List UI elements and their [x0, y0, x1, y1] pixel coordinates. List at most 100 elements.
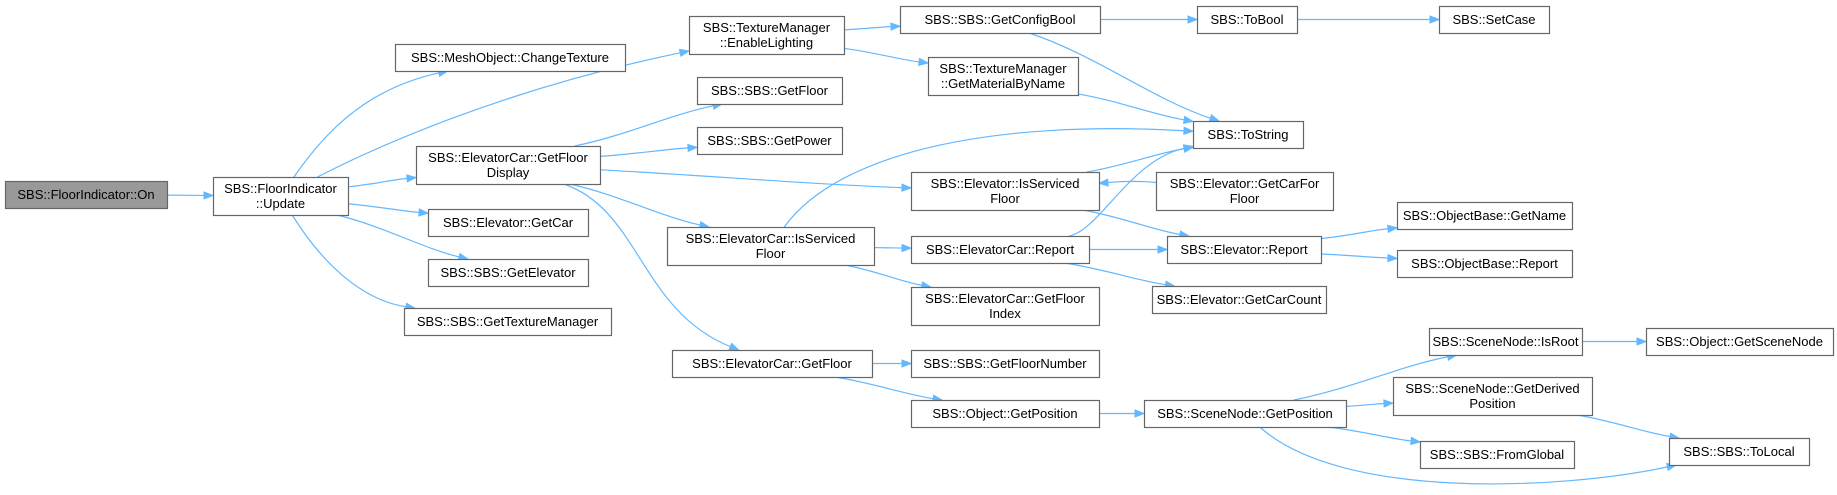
edge-tobool-to-setcase — [1297, 15, 1441, 24]
node-box — [1166, 235, 1323, 265]
node-update[interactable]: SBS::FloorIndicator::Update — [212, 176, 350, 217]
node-scenegetposition[interactable]: SBS::SceneNode::GetPosition — [1143, 399, 1348, 429]
node-box — [1396, 201, 1574, 231]
node-box — [1392, 376, 1594, 417]
edge-line — [844, 264, 922, 286]
node-tobool[interactable]: SBS::ToBool — [1196, 5, 1299, 35]
node-tostring[interactable]: SBS::ToString — [1192, 120, 1305, 150]
node-box — [927, 56, 1080, 97]
node-getpower[interactable]: SBS::SBS::GetPower — [696, 126, 844, 156]
node-fromglobal[interactable]: SBS::SBS::FromGlobal — [1419, 440, 1576, 470]
edge-line — [1069, 147, 1185, 237]
edge-getfloordisp-to-elevisserviced — [599, 169, 913, 192]
edge-line — [347, 177, 408, 188]
node-label: ::Update — [256, 196, 305, 211]
edge-line — [563, 183, 731, 348]
arrowhead-icon — [687, 143, 699, 153]
node-label: SBS::SBS::GetPower — [707, 133, 832, 148]
node-label: SBS::SBS::GetConfigBool — [924, 12, 1075, 27]
edge-on-to-update — [166, 191, 215, 200]
edge-line — [336, 214, 460, 258]
edge-update-to-elevgetcar — [347, 203, 430, 217]
edge-getmaterial-to-tostring — [1077, 93, 1195, 124]
edge-elevreport-to-objreport — [1320, 253, 1399, 263]
node-elevreport[interactable]: SBS::Elevator::Report — [1166, 235, 1323, 265]
edge-carisserviced-to-tostring — [783, 126, 1195, 228]
node-label: SBS::FloorIndicator::On — [17, 187, 154, 202]
edge-line — [843, 47, 920, 63]
edge-line — [599, 169, 903, 189]
node-on[interactable]: SBS::FloorIndicator::On — [4, 180, 169, 210]
edge-carisserviced-to-carreport — [873, 243, 913, 253]
node-label: ::GetMaterialByName — [941, 76, 1065, 91]
node-box — [1419, 440, 1576, 470]
edge-line — [1077, 93, 1185, 121]
node-carreport[interactable]: SBS::ElevatorCar::Report — [910, 235, 1091, 265]
node-cargetfloor[interactable]: SBS::ElevatorCar::GetFloor — [671, 349, 874, 379]
node-changetex[interactable]: SBS::MeshObject::ChangeTexture — [394, 43, 627, 73]
arrowhead-icon — [1429, 15, 1441, 24]
arrowhead-icon — [1387, 224, 1399, 234]
arrowhead-icon — [1636, 337, 1648, 346]
arrowhead-icon — [1383, 399, 1395, 408]
edge-carisserviced-to-getfloorindex — [844, 264, 933, 290]
arrowhead-icon — [1182, 115, 1195, 124]
edge-objgetposition-to-scenegetposition — [1099, 409, 1146, 418]
node-label: Floor — [1230, 191, 1260, 206]
node-box — [1396, 249, 1574, 279]
node-objreport[interactable]: SBS::ObjectBase::Report — [1396, 249, 1574, 279]
edge-elevisserviced-to-tostring — [1086, 144, 1195, 173]
node-box — [1155, 171, 1335, 212]
node-box — [671, 349, 874, 379]
node-box — [696, 126, 844, 156]
edge-line — [843, 25, 892, 31]
node-label: SBS::TextureManager — [703, 20, 831, 35]
edge-line — [1082, 209, 1181, 236]
node-enablelight[interactable]: SBS::TextureManager::EnableLighting — [688, 15, 846, 56]
edge-getfloordisp-to-getpower — [599, 143, 699, 157]
node-box — [688, 15, 846, 56]
edge-line — [1259, 426, 1668, 485]
edge-update-to-getfloordisp — [347, 174, 418, 188]
node-getmaterial[interactable]: SBS::TextureManager::GetMaterialByName — [927, 56, 1080, 97]
node-label: SBS::Elevator::Report — [1180, 242, 1308, 257]
node-label: SBS::MeshObject::ChangeTexture — [411, 50, 609, 65]
node-box — [427, 208, 590, 238]
node-getcarcount[interactable]: SBS::Elevator::GetCarCount — [1151, 285, 1328, 315]
node-label: SBS::ObjectBase::GetName — [1403, 208, 1566, 223]
node-elevgetcar[interactable]: SBS::Elevator::GetCar — [427, 208, 590, 238]
edge-enablelight-to-getconfigbool — [843, 22, 902, 31]
node-sbsgetfloor[interactable]: SBS::SBS::GetFloor — [696, 76, 844, 106]
edge-line — [1028, 32, 1211, 119]
edge-line — [1327, 426, 1412, 442]
node-label: SBS::ElevatorCar::GetFloor — [692, 356, 852, 371]
node-getscenenode[interactable]: SBS::Object::GetSceneNode — [1645, 327, 1835, 357]
node-label: SBS::SetCase — [1452, 12, 1535, 27]
node-box — [1151, 285, 1328, 315]
node-getconfigbool[interactable]: SBS::SBS::GetConfigBool — [899, 5, 1102, 35]
node-isroot[interactable]: SBS::SceneNode::IsRoot — [1428, 327, 1584, 357]
node-tolocal[interactable]: SBS::SBS::ToLocal — [1668, 437, 1811, 467]
node-setcase[interactable]: SBS::SetCase — [1438, 5, 1551, 35]
node-gettexmgr[interactable]: SBS::SBS::GetTextureManager — [403, 307, 613, 337]
edge-scenegetposition-to-getderived — [1345, 399, 1395, 408]
node-objgetposition[interactable]: SBS::Object::GetPosition — [910, 399, 1101, 429]
node-getelevator[interactable]: SBS::SBS::GetElevator — [427, 258, 590, 288]
arrowhead-icon — [678, 48, 691, 58]
arrowhead-icon — [901, 359, 913, 368]
edge-update-to-gettexmgr — [291, 214, 417, 311]
nodes-layer: SBS::FloorIndicator::On SBS::FloorIndicat… — [4, 5, 1835, 470]
node-box — [4, 180, 169, 210]
node-box — [910, 235, 1091, 265]
node-getfloornumber[interactable]: SBS::SBS::GetFloorNumber — [910, 349, 1101, 379]
edge-line — [347, 203, 420, 214]
node-objgetname[interactable]: SBS::ObjectBase::GetName — [1396, 201, 1574, 231]
arrowhead-icon — [406, 174, 418, 183]
